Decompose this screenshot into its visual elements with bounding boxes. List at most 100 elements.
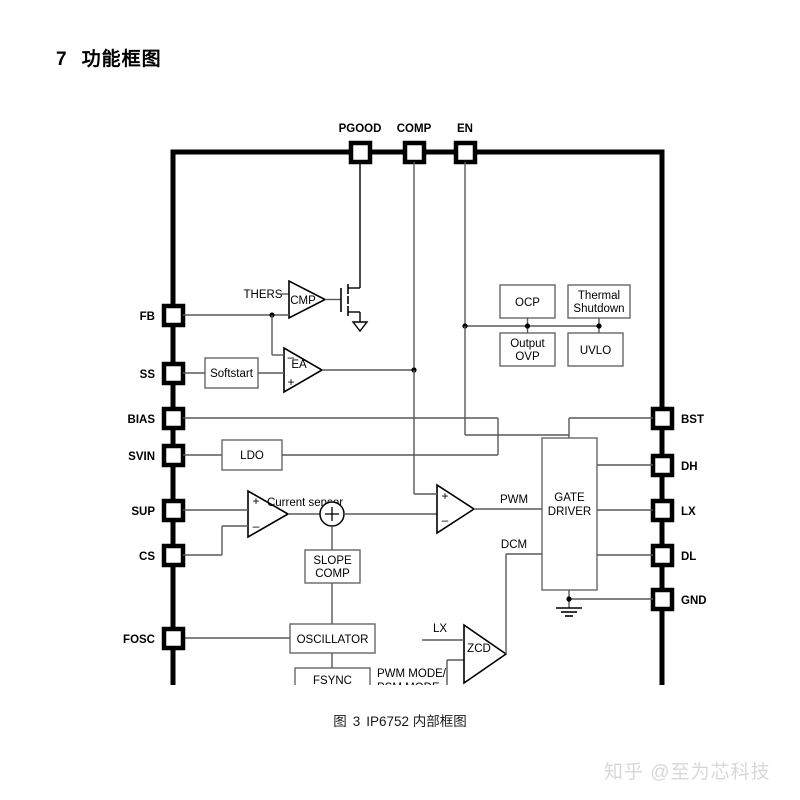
pin-sup-pad[interactable]: [161, 498, 186, 523]
block-uvlo-label: UVLO: [580, 345, 611, 357]
pin-fosc[interactable]: FOSC: [123, 626, 186, 651]
amplifier-current-sensor-body: [247, 489, 290, 539]
pin-fosc-label: FOSC: [123, 634, 155, 646]
pin-bias[interactable]: BIAS: [128, 406, 186, 431]
current-sensor-plus: +: [252, 494, 259, 508]
junction-ocp-bus: [524, 323, 531, 329]
block-ldo: [221, 439, 283, 471]
figure-caption-text: IP6752 内部框图: [366, 714, 467, 729]
block-zcd-body: [463, 623, 508, 685]
section-title-text: 功能框图: [81, 49, 162, 70]
block-softstart-label: Softstart: [210, 368, 254, 380]
block-oscillator-label: OSCILLATOR: [297, 634, 369, 646]
junction-gnd-node: [566, 596, 572, 602]
pin-comp[interactable]: COMP: [397, 123, 432, 165]
pin-bst-label: BST: [681, 414, 704, 426]
amplifier-ea-minus: –: [288, 350, 295, 364]
pin-bias-pad[interactable]: [161, 406, 186, 431]
pin-ss-label: SS: [140, 369, 156, 381]
amplifier-ea-plus: +: [287, 375, 294, 389]
pin-fosc-pad[interactable]: [161, 626, 186, 651]
current-sensor-minus: –: [253, 519, 260, 533]
pin-bst-pad[interactable]: [650, 406, 675, 431]
signal-dcm-label: DCM: [501, 539, 527, 551]
pin-pgood-pad[interactable]: [348, 140, 373, 165]
watermark: 知乎 @至为芯科技: [604, 762, 771, 783]
pin-comp-label: COMP: [397, 123, 432, 135]
block-ocp-label: OCP: [515, 297, 540, 309]
comparator-cmp-body: [288, 279, 327, 320]
block-slope-comp-line2: COMP: [315, 568, 350, 580]
comparator-pwm-minus: –: [442, 513, 449, 527]
block-uvlo: [567, 332, 624, 367]
comparator-pwm-plus: +: [441, 489, 448, 503]
block-gate-driver-line1: GATE: [554, 492, 585, 504]
pin-gnd-label: GND: [681, 595, 707, 607]
comparator-cmp-label: CMP: [290, 295, 316, 307]
signal-mode-line1: PWM MODE/: [377, 668, 447, 680]
block-ocp: [499, 284, 556, 319]
block-output-ovp-line2: OVP: [515, 351, 540, 363]
pin-bst[interactable]: BST: [650, 406, 704, 431]
block-slope-comp-line1: SLOPE: [313, 555, 352, 567]
pin-lx-pad[interactable]: [650, 498, 675, 523]
block-softstart: [204, 357, 259, 389]
pin-gnd-pad[interactable]: [650, 587, 675, 612]
block-gate-driver-line2: DRIVER: [548, 506, 591, 518]
block-thermal-shutdown-line1: Thermal: [578, 290, 620, 302]
pin-pgood[interactable]: PGOOD: [339, 123, 382, 165]
signal-thers-label: THERS: [244, 289, 283, 301]
block-oscillator: [289, 623, 376, 654]
ground-triangle-icon: [351, 321, 369, 333]
page-title: 7 功能框图: [56, 44, 162, 71]
signal-pwm-label: PWM: [500, 494, 528, 506]
pin-cs[interactable]: CS: [139, 543, 186, 568]
pin-dl[interactable]: DL: [650, 543, 696, 568]
pin-en-pad[interactable]: [453, 140, 478, 165]
pin-cs-label: CS: [139, 551, 155, 563]
block-zcd-label: ZCD: [467, 643, 491, 655]
pin-en-label: EN: [457, 123, 473, 135]
pin-svin-label: SVIN: [128, 451, 155, 463]
pin-dh-pad[interactable]: [650, 453, 675, 478]
block-fsync-logic-line1: FSYNC: [313, 675, 352, 685]
block-slope-comp: [304, 549, 361, 584]
pin-sup-label: SUP: [131, 506, 155, 518]
pin-ss[interactable]: SS: [140, 361, 186, 386]
block-ldo-label: LDO: [240, 450, 264, 462]
pin-en[interactable]: EN: [453, 123, 478, 165]
pin-dl-pad[interactable]: [650, 543, 675, 568]
pin-dh-label: DH: [681, 461, 698, 473]
pin-lx[interactable]: LX: [650, 498, 696, 523]
signal-mode-line2: PSM MODE: [377, 682, 440, 685]
figure-caption-number: 3: [352, 714, 361, 729]
pin-pgood-label: PGOOD: [339, 123, 382, 135]
pin-svin-pad[interactable]: [161, 443, 186, 468]
pin-ss-pad[interactable]: [161, 361, 186, 386]
pin-sup[interactable]: SUP: [131, 498, 186, 523]
pin-lx-label: LX: [681, 506, 696, 518]
section-number: 7: [56, 49, 68, 70]
pin-gnd[interactable]: GND: [650, 587, 707, 612]
junction-fb-node: [269, 312, 275, 318]
pin-bias-label: BIAS: [128, 414, 156, 426]
figure-caption-prefix: 图: [333, 714, 347, 729]
block-gate-driver: [541, 437, 598, 591]
pin-fb-pad[interactable]: [161, 303, 186, 328]
junction-en-bus: [462, 323, 468, 329]
pin-fb-label: FB: [140, 311, 155, 323]
block-output-ovp: [499, 332, 556, 367]
comparator-pwm-body: [436, 483, 476, 535]
block-thermal-shutdown-line2: Shutdown: [573, 303, 624, 315]
pin-svin[interactable]: SVIN: [128, 443, 186, 468]
pin-comp-pad[interactable]: [402, 140, 427, 165]
pin-dl-label: DL: [681, 551, 696, 563]
block-output-ovp-line1: Output: [510, 338, 545, 350]
pin-dh[interactable]: DH: [650, 453, 698, 478]
pin-cs-pad[interactable]: [161, 543, 186, 568]
signal-lx-zcd-label: LX: [433, 623, 447, 635]
block-diagram-svg: PGOOD COMP EN FB SS BIAS: [123, 123, 707, 776]
pin-fb[interactable]: FB: [140, 303, 186, 328]
junction-thermal-bus: [596, 323, 602, 329]
